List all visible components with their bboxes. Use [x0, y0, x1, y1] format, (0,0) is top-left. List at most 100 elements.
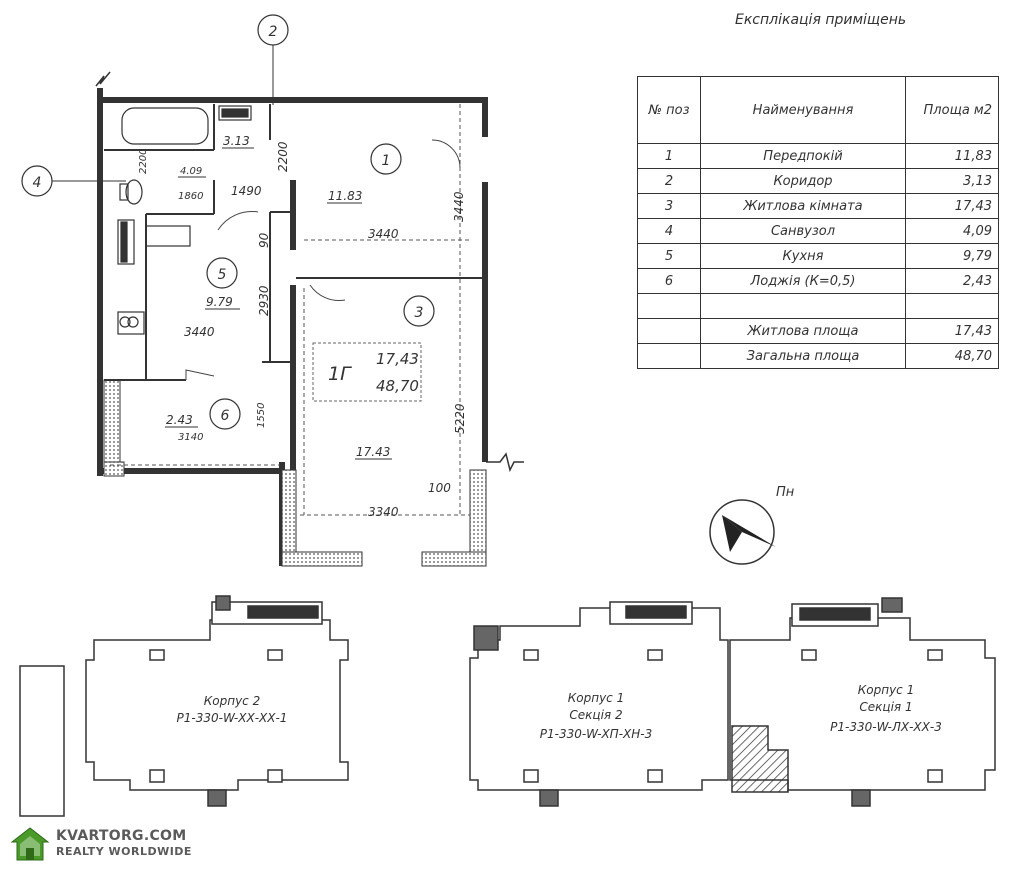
- dim-2200-left: 2200: [138, 149, 149, 174]
- total-area: 48,70: [905, 343, 999, 369]
- building-1-section-1-labels: Корпус 1 Секція 1 Р1-330-W-ЛХ-ХХ-3: [830, 683, 942, 734]
- dim-3440-kitchen: 3440: [184, 325, 215, 339]
- room-marker-3-label: 3: [415, 305, 424, 321]
- row-pos: 6: [637, 268, 701, 294]
- dim-100: 100: [428, 481, 451, 495]
- compass-needle-icon: [722, 515, 776, 547]
- building-2-labels: Корпус 2 Р1-330-W-ХХ-ХХ-1: [177, 694, 288, 725]
- room-markers: [21, 14, 435, 430]
- table-total-row: Загальна площа 48,70: [637, 343, 999, 369]
- explication-table: № поз Найменування Площа м2 1 Передпокій…: [637, 76, 999, 369]
- row-area: 2,43: [905, 268, 999, 294]
- row-area: 17,43: [905, 193, 999, 219]
- table-row: 2 Коридор 3,13: [637, 168, 999, 194]
- row-area: 4,09: [905, 218, 999, 244]
- room-marker-numbers: 1 2 3 4 5 6: [33, 24, 424, 424]
- wall-top-left: [97, 97, 291, 103]
- dashed-lines: [110, 104, 470, 516]
- building-2-name: Корпус 2: [204, 694, 260, 708]
- dim-1550: 1550: [256, 403, 267, 428]
- building-1-section-1-section: Секція 1: [859, 700, 912, 714]
- dim-3440-vert: 3440: [452, 191, 466, 222]
- loggia-wall-bottom-right: [421, 551, 487, 567]
- area-bathroom: 4.09: [180, 166, 202, 177]
- room-marker-6: [209, 398, 241, 430]
- wall-right: [482, 182, 488, 462]
- wall-bottom-left: [97, 468, 285, 474]
- apartment-living-area: 17,43: [376, 350, 419, 368]
- building-1-section-2-code: Р1-330-W-ХП-ХН-3: [540, 727, 652, 741]
- explication-title: Експлікація приміщень: [735, 12, 907, 28]
- dim-2200-top: 2200: [276, 141, 290, 172]
- site-logo: KVARTORG.COM REALTY WORLDWIDE: [10, 826, 192, 862]
- selected-section-hatch: [731, 725, 789, 793]
- apartment-total-area: 48,70: [376, 377, 419, 395]
- area-loggia: 2.43: [166, 413, 193, 427]
- wall-break-top: [95, 71, 111, 87]
- building-1-section-1: [729, 597, 996, 807]
- sink: [117, 311, 145, 335]
- bathtub: [121, 107, 209, 145]
- building-1-section-1-name: Корпус 1: [858, 683, 914, 697]
- apartment-type: 1Г: [328, 363, 352, 385]
- kitchen-counter: [117, 219, 135, 265]
- wall-top-right: [291, 97, 487, 103]
- building-1-section-2-name: Корпус 1: [568, 691, 624, 705]
- row-name: Житлова кімната: [700, 193, 906, 219]
- house-logo-icon: [10, 827, 50, 861]
- row-pos: 5: [637, 243, 701, 269]
- bathroom-fixtures: [119, 105, 252, 205]
- area-kitchen: 9.79: [206, 295, 233, 309]
- row-name: Передпокій: [700, 143, 906, 169]
- table-row: 6 Лоджія (К=0,5) 2,43: [637, 268, 999, 294]
- loggia-wall-kitchen-bottom: [103, 461, 125, 477]
- area-underlines: [165, 147, 392, 460]
- toilet: [125, 179, 143, 205]
- wall-break-right: [486, 452, 524, 473]
- row-name: Коридор: [700, 168, 906, 194]
- building-2-code: Р1-330-W-ХХ-ХХ-1: [177, 711, 288, 725]
- room-marker-4-label: 4: [33, 175, 42, 191]
- door-swings: [185, 139, 461, 380]
- dim-3140: 3140: [178, 432, 203, 443]
- row-area: 11,83: [905, 143, 999, 169]
- stove: [145, 225, 191, 247]
- room-marker-2-label: 2: [269, 24, 278, 40]
- dim-1490: 1490: [231, 184, 262, 198]
- room-area-labels: 11.83 3.13 4.09 9.79 2.43 17.43: [166, 134, 390, 459]
- table-header-row: № поз Найменування Площа м2: [637, 76, 999, 144]
- north-arrow: Пн: [709, 485, 795, 565]
- apartment-summary-box: [312, 342, 422, 402]
- area-hall: 11.83: [328, 189, 362, 203]
- total-name: Загальна площа: [700, 343, 906, 369]
- window-notches: [149, 649, 943, 783]
- wall-right-top: [482, 97, 488, 137]
- wall-hall-left: [290, 180, 296, 250]
- header-name: Найменування: [700, 76, 906, 144]
- wall-living-inner: [290, 285, 296, 551]
- room-marker-6-label: 6: [221, 408, 230, 424]
- area-corridor: 3.13: [223, 134, 250, 148]
- logo-subtitle: REALTY WORLDWIDE: [56, 845, 192, 858]
- loggia-wall-bottom-left: [281, 551, 363, 567]
- north-label: Пн: [776, 485, 795, 500]
- row-pos: 2: [637, 168, 701, 194]
- building-2: [19, 595, 349, 817]
- kitchen-fixtures: [117, 219, 191, 335]
- table-row: 1 Передпокій 11,83: [637, 143, 999, 169]
- wall-left: [97, 88, 103, 476]
- dim-3440-hall: 3440: [368, 227, 399, 241]
- room-marker-5-label: 5: [218, 267, 227, 283]
- room-marker-1-label: 1: [382, 153, 391, 169]
- area-living: 17.43: [356, 445, 390, 459]
- room-marker-5: [206, 257, 238, 289]
- dim-5220: 5220: [453, 403, 467, 434]
- table-row: 4 Санвузол 4,09: [637, 218, 999, 244]
- room-marker-1: [370, 143, 402, 175]
- room-marker-3: [403, 295, 435, 327]
- header-area: Площа м2: [905, 76, 999, 144]
- header-pos: № поз: [637, 76, 701, 144]
- total-area: 17,43: [905, 318, 999, 344]
- dim-2930: 2930: [257, 285, 271, 316]
